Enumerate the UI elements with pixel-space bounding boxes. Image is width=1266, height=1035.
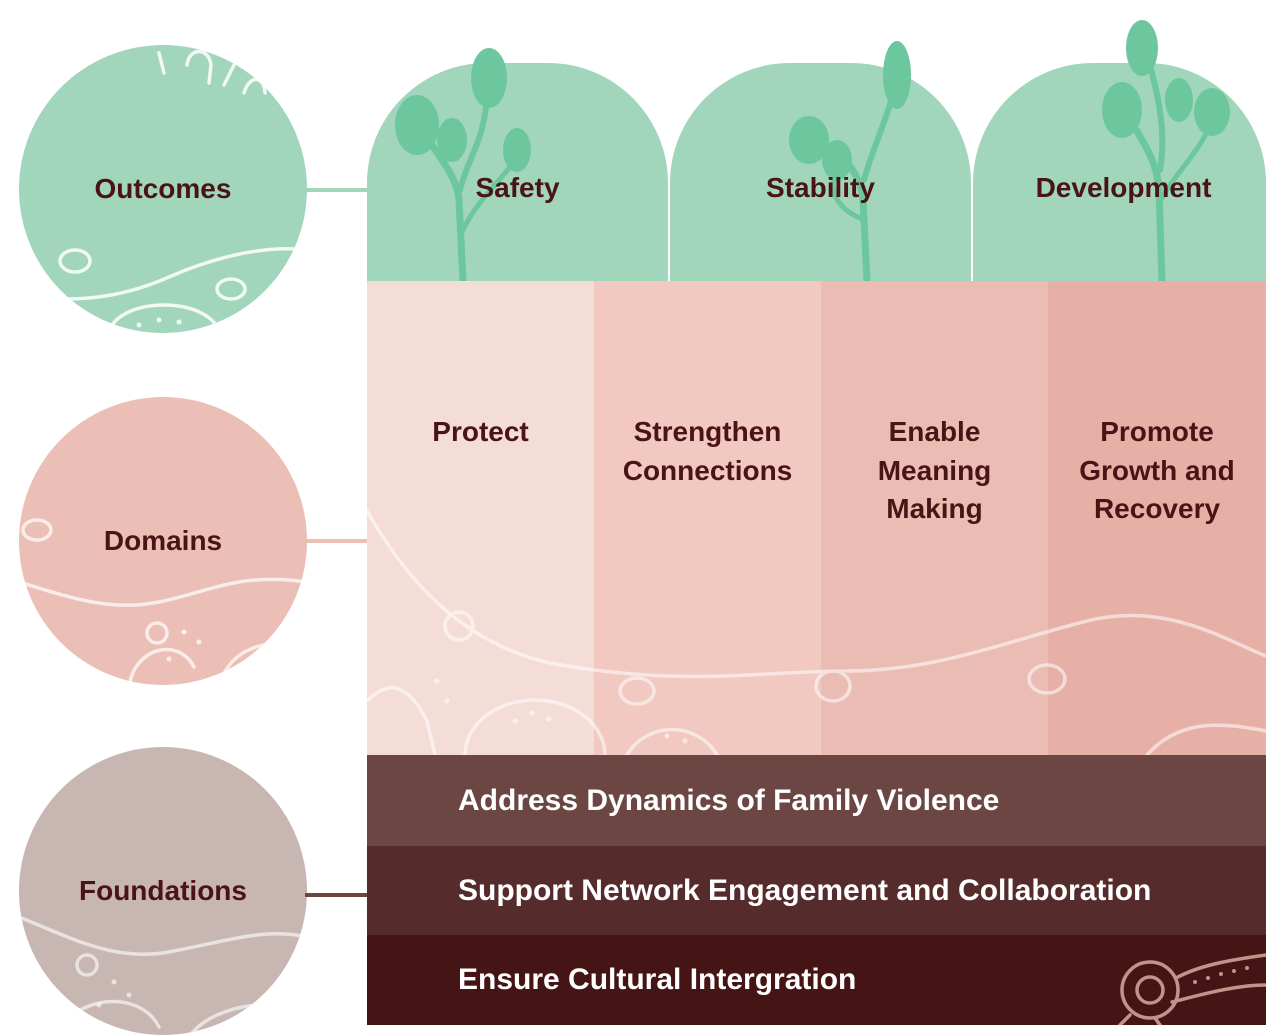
foundations-circle: Foundations bbox=[19, 747, 307, 1035]
outcome-stability-label: Stability bbox=[766, 172, 875, 203]
domain-protect: Protect bbox=[367, 281, 594, 755]
domain-enable-meaning-making: Enable Meaning Making bbox=[821, 281, 1048, 755]
foundation-family-violence-label: Address Dynamics of Family Violence bbox=[458, 783, 1000, 817]
domain-promote-growth: Promote Growth and Recovery bbox=[1048, 281, 1266, 755]
foundations-connector bbox=[305, 893, 369, 897]
foundation-network-label: Support Network Engagement and Collabora… bbox=[458, 873, 1152, 907]
outcome-development-label: Development bbox=[1035, 172, 1212, 203]
domain-strengthen-label: Strengthen Connections bbox=[622, 416, 793, 486]
domains-connector bbox=[305, 539, 369, 543]
outcome-safety-label: Safety bbox=[475, 172, 560, 203]
foundation-band-cultural: Ensure Cultural Intergration bbox=[367, 935, 1266, 1025]
foundation-cultural-label: Ensure Cultural Intergration bbox=[458, 963, 857, 996]
domain-promote-label: Promote Growth and Recovery bbox=[1079, 416, 1235, 524]
domain-strengthen-connections: Strengthen Connections bbox=[594, 281, 821, 755]
foundation-band-network: Support Network Engagement and Collabora… bbox=[367, 846, 1266, 935]
foundation-band-family-violence: Address Dynamics of Family Violence bbox=[367, 755, 1266, 846]
domain-enable-label: Enable Meaning Making bbox=[877, 416, 992, 524]
domain-protect-label: Protect bbox=[432, 416, 529, 447]
outcomes-circle: Outcomes bbox=[19, 45, 307, 333]
outcomes-label: Outcomes bbox=[94, 173, 232, 204]
domains-circle: Domains bbox=[19, 397, 307, 685]
outcomes-connector bbox=[305, 188, 369, 192]
foundations-label: Foundations bbox=[79, 875, 247, 906]
domains-label: Domains bbox=[103, 525, 223, 556]
